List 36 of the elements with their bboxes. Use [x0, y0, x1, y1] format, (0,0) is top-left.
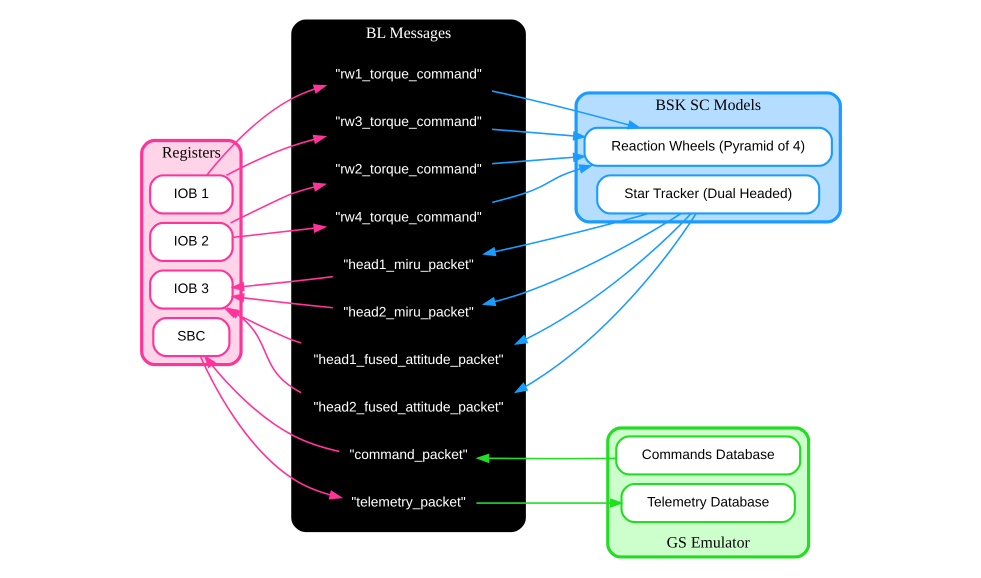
node-text: "rw3_torque_command" — [334, 114, 482, 130]
arrow — [513, 213, 691, 345]
node-box: IOB 1 — [148, 174, 234, 214]
node-box: Commands Database — [614, 435, 801, 476]
arrow — [476, 498, 624, 508]
arrow — [199, 356, 343, 500]
arrow — [491, 90, 642, 130]
node-text: "command_packet" — [348, 447, 468, 462]
node-text: "head2_fused_attitude_packet" — [313, 400, 504, 414]
arrow — [474, 454, 616, 464]
node-text: "telemetry_packet" — [350, 494, 466, 510]
arrow — [203, 354, 339, 452]
arrow — [230, 182, 327, 224]
arrow — [230, 276, 332, 292]
arrow — [492, 164, 592, 204]
node-box: Star Tracker (Dual Headed) — [596, 174, 820, 214]
arrow — [482, 212, 649, 256]
arrow — [492, 152, 586, 164]
arrow — [232, 223, 327, 238]
node-box: Telemetry Database — [620, 482, 796, 524]
arrow — [206, 84, 327, 176]
arrow — [481, 212, 682, 306]
node-text: "head2_miru_packet" — [342, 304, 474, 320]
node-box: IOB 3 — [148, 269, 234, 310]
node-box: Reaction Wheels (Pyramid of 4) — [582, 126, 832, 167]
arrow — [226, 134, 327, 176]
arrow — [513, 213, 696, 394]
node-text: "rw4_torque_command" — [334, 209, 482, 224]
node-text: "rw2_torque_command" — [334, 162, 482, 177]
arrow — [230, 293, 332, 309]
node-text: "head1_miru_packet" — [342, 256, 474, 272]
node-text: "head1_fused_attitude_packet" — [313, 352, 504, 367]
node-box: SBC — [152, 317, 230, 358]
arrow — [492, 128, 586, 141]
node-text: "rw1_torque_command" — [334, 66, 482, 82]
node-box: IOB 2 — [148, 222, 234, 262]
